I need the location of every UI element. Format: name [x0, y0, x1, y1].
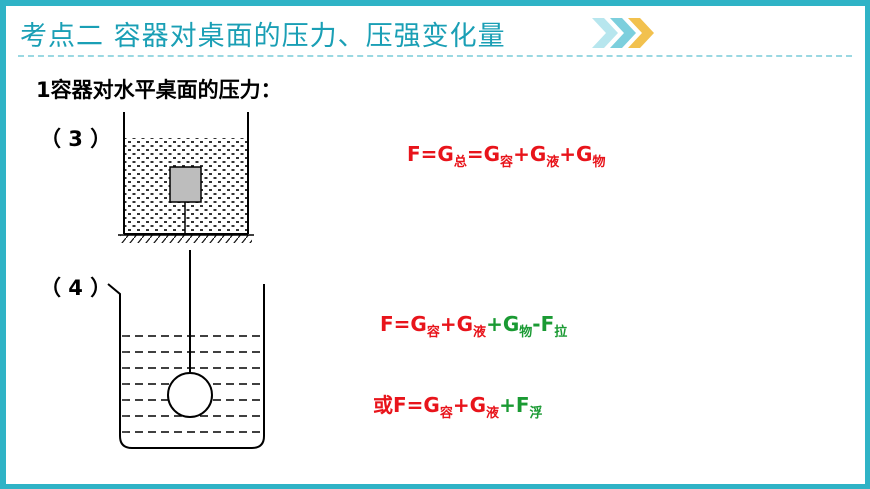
figure-3-label: （ 3 ） — [40, 127, 112, 151]
formula-buoyancy: 或F=G容+G液+F浮 — [373, 393, 543, 421]
section-heading: 1容器对水平桌面的压力： — [36, 78, 282, 102]
chevron-arrows-icon — [592, 18, 654, 48]
formula-closed-container: F=G总=G容+G液+G物 — [407, 142, 606, 170]
block — [169, 166, 202, 203]
table-hatch — [120, 235, 252, 243]
title-divider — [18, 55, 852, 57]
figure-4-label: （ 4 ） — [40, 276, 112, 300]
page-title: 考点二 容器对桌面的压力、压强变化量 — [20, 21, 506, 52]
frame-border-left — [0, 0, 6, 489]
figure-4-beaker-diagram — [107, 250, 265, 449]
beaker-outline — [107, 283, 265, 449]
ball — [167, 372, 213, 418]
figure-3-container-diagram — [118, 112, 254, 243]
frame-border-bottom — [0, 484, 870, 489]
frame-border-top — [0, 0, 870, 6]
formula-tension: F=G容+G液+G物-F拉 — [380, 312, 568, 340]
frame-border-right — [865, 0, 870, 489]
